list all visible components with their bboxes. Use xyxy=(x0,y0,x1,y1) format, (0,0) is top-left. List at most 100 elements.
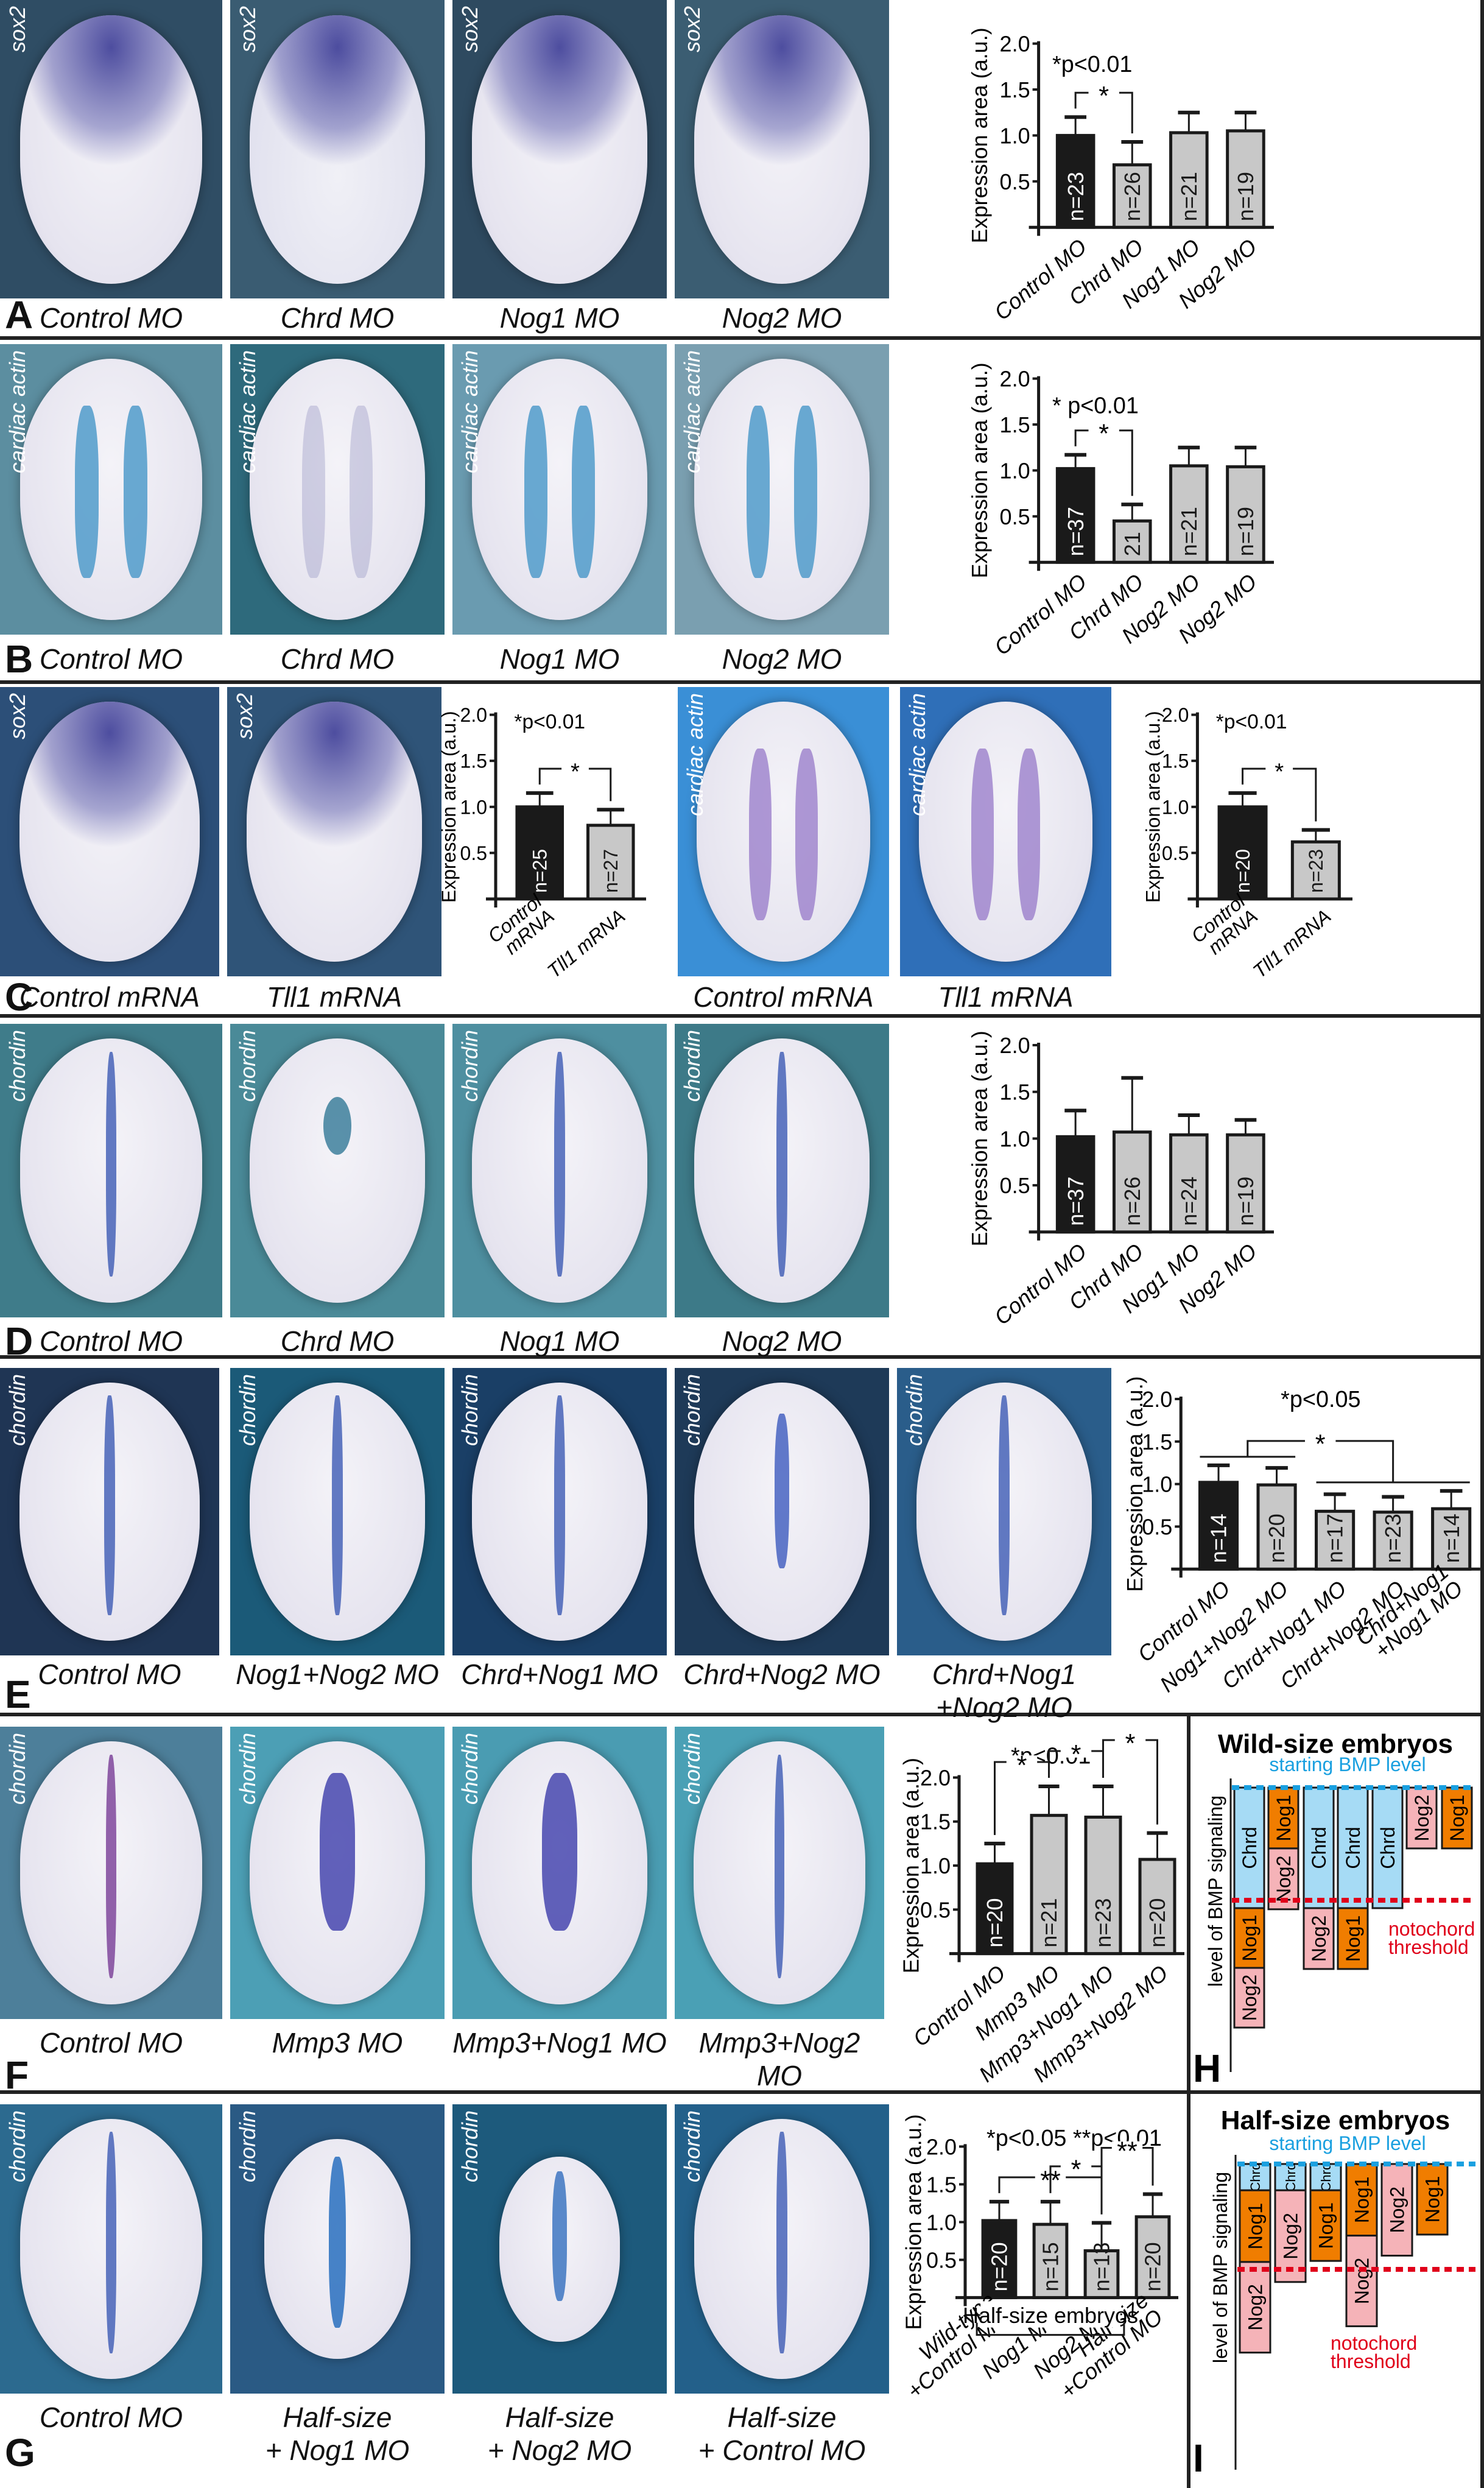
bar xyxy=(1112,163,1152,229)
bar xyxy=(1112,1130,1152,1234)
bar xyxy=(1083,2249,1120,2299)
panel-letter: A xyxy=(5,293,33,337)
embryo xyxy=(249,1382,426,1641)
n-label: n=14 xyxy=(1206,1514,1231,1563)
embryo-photo: sox2 xyxy=(227,687,441,976)
segment-label: Chrd xyxy=(1239,1827,1261,1869)
y-tick-label: 1.5 xyxy=(460,750,487,772)
starting-level-label: starting BMP level xyxy=(1269,1753,1426,1775)
panel-divider xyxy=(0,1713,1484,1716)
n-label: n=23 xyxy=(1091,1898,1116,1948)
segment-label: Nog2 xyxy=(1239,1975,1261,2021)
segment-label: Nog2 xyxy=(1351,2258,1373,2305)
bracket-label-bg xyxy=(1114,1733,1146,1747)
photo-caption: Control MO xyxy=(38,1658,181,1690)
y-tick-label: 1.5 xyxy=(1000,77,1030,102)
segment-label: Nog1 xyxy=(1315,2202,1337,2249)
segment-nog2 xyxy=(1405,1786,1438,1850)
staining-pattern xyxy=(302,406,325,579)
embryo xyxy=(19,1038,203,1303)
embryo-photo: chordin xyxy=(675,2104,889,2394)
stain-label: sox2 xyxy=(5,6,30,53)
n-label: n=21 xyxy=(1036,1898,1061,1948)
y-axis-label: level of BMP signaling xyxy=(1209,2172,1231,2363)
segment-label: Nog1 xyxy=(1239,1915,1261,1962)
photo-caption: Mmp3+Nog2 MO xyxy=(698,2027,860,2092)
stain-label: cardiac actin xyxy=(235,350,260,474)
embryo xyxy=(19,701,200,962)
segment-chrd xyxy=(1337,1786,1369,1909)
n-label: n=21 xyxy=(1176,507,1201,556)
comparison-label: * xyxy=(1275,759,1284,785)
comparison-label: * xyxy=(1071,1740,1081,1769)
photo-caption: Chrd MO xyxy=(280,643,395,675)
comparison-label: * xyxy=(1099,420,1109,449)
embryo xyxy=(694,1038,870,1303)
embryo xyxy=(471,358,648,621)
stain-label: chordin xyxy=(457,1374,482,1447)
stain-label: chordin xyxy=(457,2110,482,2183)
segment-nog2 xyxy=(1345,2235,1378,2327)
staining-pattern xyxy=(776,2132,787,2353)
staining-pattern xyxy=(999,1395,1010,1615)
photo-caption: Nog2 MO xyxy=(722,643,842,675)
bracket-label-bg xyxy=(1265,763,1293,775)
segment-label: Nog1 xyxy=(1342,1915,1364,1962)
y-tick-label: 0.5 xyxy=(1000,1173,1030,1198)
significance-legend: * p<0.01 xyxy=(1052,393,1139,418)
embryo-photo: chordin xyxy=(0,1024,222,1317)
stain-label: chordin xyxy=(457,1733,482,1805)
diagram-divider xyxy=(1187,2090,1484,2094)
significance-legend: *p<0.01 xyxy=(1052,52,1132,77)
n-label: n=20 xyxy=(1232,849,1254,893)
staining-pattern xyxy=(350,406,373,579)
photo-caption: Chrd+Nog1 MO xyxy=(461,1658,658,1690)
embryo xyxy=(249,1741,426,2004)
segment-label: Chrd xyxy=(1342,1827,1364,1869)
bar xyxy=(1217,805,1268,901)
n-label: n=20 xyxy=(1141,2242,1166,2291)
n-label: n=20 xyxy=(982,1898,1007,1948)
embryo-photo: chordin xyxy=(230,1024,445,1317)
starting-level-label: starting BMP level xyxy=(1269,2132,1426,2154)
segment-nog1 xyxy=(1233,1907,1265,1969)
staining-pattern xyxy=(328,2156,346,2328)
embryo-photo: cardiac actin xyxy=(900,687,1111,976)
n-label: n=26 xyxy=(1120,1177,1145,1226)
photo-caption: Mmp3 MO xyxy=(272,2027,403,2059)
n-label: n=20 xyxy=(987,2242,1012,2291)
category-label: Tll1 mRNA xyxy=(543,905,630,982)
stain-label: cardiac actin xyxy=(5,350,30,474)
embryo-photo: cardiac actin xyxy=(675,344,889,635)
photo-caption: Nog1 MO xyxy=(499,1325,620,1357)
y-tick-label: 1.0 xyxy=(1000,1126,1030,1151)
embryo-photo: chordin xyxy=(452,1368,667,1655)
segment-nog1 xyxy=(1416,2163,1449,2236)
segment-label: Nog1 xyxy=(1446,1795,1468,1842)
embryo xyxy=(246,701,423,962)
y-tick-label: 2.0 xyxy=(460,704,487,726)
segment-label: Chrd xyxy=(1318,2163,1334,2192)
photo-caption: Chrd MO xyxy=(280,1325,395,1357)
photo-caption: Nog1 MO xyxy=(499,643,620,675)
photo-caption: Chrd+Nog1 +Nog2 MO xyxy=(932,1658,1077,1723)
segment-label: Chrd xyxy=(1248,2163,1263,2192)
photo-caption: Nog2 MO xyxy=(722,302,842,334)
segment-label: Nog2 xyxy=(1308,1915,1330,1962)
bracket-label-bg xyxy=(1088,86,1119,100)
embryo xyxy=(697,701,870,962)
n-label: n=27 xyxy=(600,849,622,893)
photo-caption: Control MO xyxy=(39,1325,183,1357)
bar xyxy=(515,805,564,901)
panel-divider xyxy=(0,680,1484,684)
photo-caption: Control MO xyxy=(39,2027,183,2059)
embryo-photo: chordin xyxy=(230,2104,445,2394)
staining-pattern xyxy=(471,15,648,284)
embryo xyxy=(471,1741,648,2004)
panel-letter: G xyxy=(5,2431,35,2475)
bracket-label-bg xyxy=(561,763,589,775)
stain-label: cardiac actin xyxy=(457,350,482,474)
y-axis-label: level of BMP signaling xyxy=(1204,1796,1226,1987)
photo-caption: Half-size + Nog1 MO xyxy=(265,2402,410,2466)
